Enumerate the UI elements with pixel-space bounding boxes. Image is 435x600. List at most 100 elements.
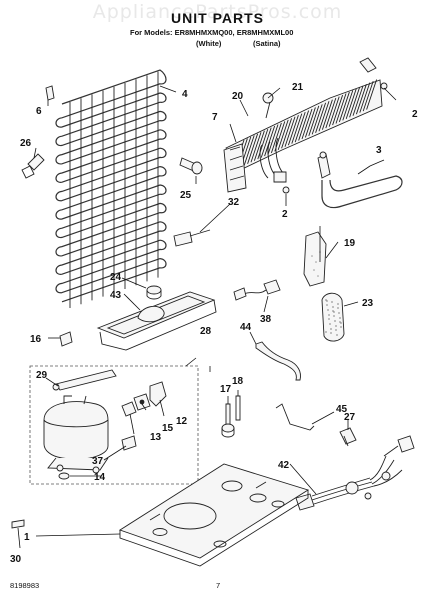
callout-38: 38	[260, 314, 272, 325]
evaporator-fin	[355, 84, 367, 115]
tube-45	[275, 403, 315, 431]
callout-19: 19	[344, 238, 356, 249]
callout-28: 28	[200, 326, 212, 337]
callout-25: 26	[20, 138, 32, 149]
callout-12: 12	[176, 416, 188, 427]
insulation-speck	[337, 303, 339, 305]
insulation-speck	[336, 334, 338, 336]
callout-17: 17	[220, 384, 232, 395]
evaporator-fin	[349, 87, 361, 118]
callout-24: 24	[110, 272, 122, 283]
callout-42: 42	[278, 460, 290, 471]
insulation-speck	[331, 301, 333, 303]
capacitor-32	[121, 435, 137, 451]
evaporator-fin	[362, 80, 374, 112]
cover-12	[149, 381, 167, 407]
evaporator-fin	[298, 110, 310, 141]
evaporator-fin	[277, 119, 289, 150]
callout-27: 27	[344, 412, 356, 423]
grommet-14	[58, 472, 70, 480]
insulation-speck	[334, 320, 336, 322]
evaporator-fin	[301, 108, 313, 140]
evaporator-fin	[267, 124, 279, 155]
evaporator-fin	[294, 111, 306, 143]
evaporator-fin	[308, 105, 320, 137]
callout-6: 6	[36, 106, 42, 117]
insulation-speck	[335, 329, 337, 331]
screw-26	[179, 157, 203, 175]
evaporator-fin	[352, 85, 364, 116]
callout-23: 23	[362, 298, 374, 309]
insulation-speck	[330, 332, 332, 334]
condenser-tube	[55, 69, 167, 303]
evaporator-fin	[274, 121, 286, 152]
callout-16: 16	[30, 334, 42, 345]
evaporator-fin	[321, 99, 333, 130]
insulation-speck	[329, 323, 331, 325]
callout-3: 4	[182, 89, 188, 100]
part-37	[11, 519, 25, 529]
evaporator-fin	[253, 130, 265, 161]
insulation-speck	[340, 326, 342, 328]
evaporator-fin	[328, 96, 340, 127]
grommet-6	[45, 85, 55, 101]
callout-32: 37	[92, 456, 104, 467]
evaporator-fin	[318, 101, 330, 132]
callout-18: 18	[232, 376, 244, 387]
callout-45: 45	[336, 404, 348, 415]
callout-30: 32	[228, 197, 240, 208]
insulation-23	[321, 292, 345, 342]
callout-4: 3	[376, 145, 382, 156]
overload-13	[121, 401, 137, 417]
evaporator-fin	[260, 127, 272, 158]
insulation-speck	[328, 314, 330, 316]
callout-20: 20	[232, 91, 244, 102]
document-number: 8198983	[10, 581, 40, 590]
compressor	[43, 395, 109, 474]
evaporator-fin	[338, 91, 350, 123]
callout-7: 7	[212, 112, 218, 123]
insulation-speck	[327, 309, 329, 311]
clip-25	[21, 153, 45, 179]
cap-24	[146, 285, 162, 300]
evaporator-fin	[247, 133, 259, 164]
connector-30	[173, 229, 211, 247]
model-white: ER8MHMXMQ00,	[174, 28, 235, 37]
color-white-label: (White)	[196, 39, 222, 48]
model-satina: ER8MHMXML00	[236, 28, 294, 37]
insulation-speck	[340, 322, 342, 324]
evaporator-fin	[325, 98, 337, 129]
screw-18	[235, 395, 241, 421]
watermark-text: AppliancePartsPros.com	[92, 1, 343, 23]
base-pan-1	[118, 463, 310, 567]
evaporator-fin	[311, 104, 323, 135]
evaporator-fin	[270, 122, 282, 154]
callout-labels: 4 6 20 21 7 2 3 26 25 32 2 19 24 43 38 2…	[10, 82, 418, 565]
evaporator-fin	[243, 135, 255, 166]
insulation-speck	[332, 306, 334, 308]
harness-38	[233, 279, 281, 301]
evaporator-fin	[335, 93, 347, 124]
callout-2b: 2	[282, 209, 288, 220]
callout-15: 15	[162, 423, 174, 434]
evaporator-fin	[250, 132, 262, 163]
insulation-speck	[333, 315, 335, 317]
callout-21: 21	[292, 82, 304, 93]
evaporator-fin	[366, 79, 378, 110]
insulation-speck	[330, 328, 332, 330]
grommet-mount	[221, 423, 235, 438]
insulation-speck	[328, 318, 330, 320]
callout-43: 43	[110, 290, 122, 301]
evaporator-fin	[287, 115, 299, 146]
evaporator-fin	[291, 113, 303, 144]
evaporator-fin	[345, 88, 357, 119]
insulation-speck	[326, 304, 328, 306]
relay-15	[133, 393, 151, 411]
models-line: For Models: ER8MHMXMQ00, ER8MHMXML00	[130, 28, 293, 37]
drain-pan-43	[96, 291, 217, 351]
evaporator-fin	[281, 118, 293, 149]
drain-loop	[317, 151, 403, 209]
wiring-harness-42	[295, 435, 415, 511]
callout-37: 30	[10, 554, 22, 565]
